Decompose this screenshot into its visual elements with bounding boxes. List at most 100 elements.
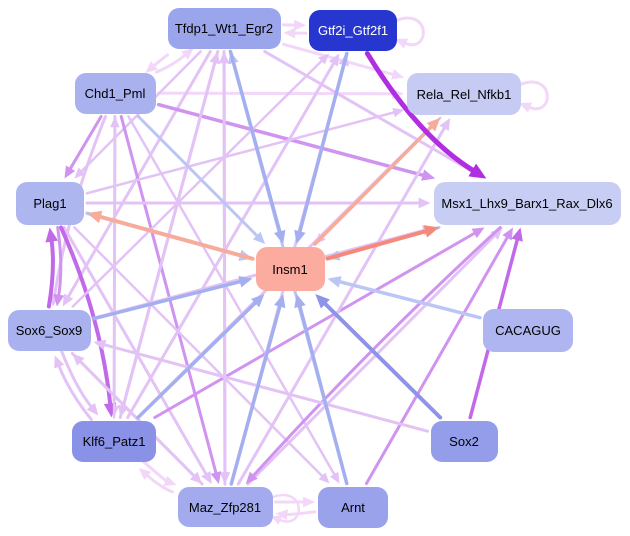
node-msx1[interactable]: Msx1_Lhx9_Barx1_Rax_Dlx6 bbox=[433, 181, 621, 225]
edge-cacagug-insm1[interactable] bbox=[327, 276, 482, 320]
edge-line[interactable] bbox=[321, 299, 443, 420]
node-rela[interactable]: Rela_Rel_Nfkb1 bbox=[407, 73, 521, 115]
edge-line[interactable] bbox=[95, 214, 255, 261]
edge-sox6-gtf2i[interactable] bbox=[71, 53, 330, 308]
edge-maz-klf6[interactable] bbox=[138, 467, 174, 494]
node-sox6[interactable]: Sox6_Sox9 bbox=[7, 309, 91, 351]
edge-plag1-msx1[interactable] bbox=[85, 197, 431, 209]
edge-line[interactable] bbox=[222, 59, 227, 486]
edge-klf6-chd1[interactable] bbox=[110, 116, 120, 419]
edge-klf6-sox6[interactable] bbox=[54, 355, 93, 422]
edge-line[interactable] bbox=[283, 510, 317, 517]
edge-line[interactable] bbox=[112, 123, 117, 419]
edge-sox6-klf6[interactable] bbox=[60, 349, 99, 416]
edge-line[interactable] bbox=[229, 302, 283, 486]
edge-arnt-insm1[interactable] bbox=[294, 294, 349, 486]
edge-tfdp1-plag1[interactable] bbox=[74, 50, 202, 179]
edge-line[interactable] bbox=[144, 472, 174, 494]
node-maz[interactable]: Maz_Zfp281 bbox=[177, 487, 273, 527]
edge-arnt-msx1[interactable] bbox=[364, 227, 513, 485]
edge-line[interactable] bbox=[67, 115, 103, 172]
edge-maz-rela[interactable] bbox=[236, 118, 451, 486]
edge-line[interactable] bbox=[325, 228, 431, 261]
node-arnt[interactable]: Arnt bbox=[318, 486, 388, 528]
edge-line[interactable] bbox=[157, 91, 396, 96]
edge-klf6-insm1[interactable] bbox=[136, 294, 265, 420]
node-klf6[interactable]: Klf6_Patz1 bbox=[72, 420, 156, 462]
node-sox2[interactable]: Sox2 bbox=[430, 420, 498, 462]
node-tfdp1[interactable]: Tfdp1_Wt1_Egr2 bbox=[167, 7, 281, 49]
edge-line[interactable] bbox=[313, 123, 435, 246]
edge-line[interactable] bbox=[60, 349, 94, 410]
edge-line[interactable] bbox=[156, 102, 427, 178]
edge-line[interactable] bbox=[297, 302, 349, 486]
edge-line[interactable] bbox=[127, 115, 337, 478]
self-loop-maz[interactable] bbox=[269, 494, 300, 525]
edge-line[interactable] bbox=[126, 60, 337, 419]
edge-line[interactable] bbox=[136, 115, 260, 239]
node-plag1[interactable]: Plag1 bbox=[16, 181, 84, 225]
edge-arnt-maz[interactable] bbox=[275, 509, 317, 521]
edge-line[interactable] bbox=[153, 230, 478, 419]
edge-klf6-gtf2i[interactable] bbox=[126, 53, 340, 419]
node-cacagug[interactable]: CACAGUG bbox=[483, 308, 573, 352]
edge-maz-sox6[interactable] bbox=[72, 353, 204, 486]
edge-chd1-tfdp1[interactable] bbox=[154, 48, 194, 74]
edge-plag1-rela[interactable] bbox=[85, 107, 404, 195]
self-loop-gtf2i[interactable] bbox=[393, 16, 425, 49]
edge-sox6-insm1[interactable] bbox=[91, 276, 253, 321]
edge-sox2-sox6[interactable] bbox=[93, 339, 429, 433]
edge-tfdp1-insm1[interactable] bbox=[228, 49, 286, 245]
edge-insm1-msx1[interactable] bbox=[325, 225, 440, 261]
edge-line[interactable] bbox=[393, 16, 425, 47]
edge-line[interactable] bbox=[151, 53, 169, 69]
edge-line[interactable] bbox=[263, 50, 478, 176]
edge-line[interactable] bbox=[246, 232, 498, 486]
edge-line[interactable] bbox=[91, 279, 245, 321]
edge-gtf2i-msx1[interactable] bbox=[364, 51, 487, 179]
edge-line[interactable] bbox=[228, 49, 283, 236]
edge-line[interactable] bbox=[269, 494, 300, 523]
edge-line[interactable] bbox=[364, 51, 478, 175]
edge-line[interactable] bbox=[71, 58, 325, 308]
edge-line[interactable] bbox=[118, 59, 217, 419]
edge-chd1-insm1[interactable] bbox=[136, 115, 266, 245]
edge-chd1-arnt[interactable] bbox=[127, 115, 340, 484]
edge-gtf2i-insm1[interactable] bbox=[294, 51, 349, 245]
edge-gtf2i-tfdp1[interactable] bbox=[283, 27, 308, 39]
edge-plag1-sox6[interactable] bbox=[53, 226, 65, 307]
edge-klf6-maz[interactable] bbox=[141, 459, 177, 486]
edge-line[interactable] bbox=[297, 51, 349, 236]
edge-sox2-insm1[interactable] bbox=[315, 294, 443, 420]
node-chd1[interactable]: Chd1_Pml bbox=[74, 72, 156, 114]
edge-line[interactable] bbox=[101, 342, 429, 433]
edge-chd1-msx1[interactable] bbox=[156, 102, 436, 181]
self-loop-rela[interactable] bbox=[517, 80, 549, 113]
edge-line[interactable] bbox=[56, 226, 63, 299]
edge-line[interactable] bbox=[56, 362, 93, 422]
edge-tfdp1-chd1[interactable] bbox=[145, 53, 169, 73]
edge-maz-insm1[interactable] bbox=[229, 294, 286, 486]
node-insm1[interactable]: Insm1 bbox=[255, 247, 325, 291]
edge-chd1-rela[interactable] bbox=[157, 88, 405, 100]
edge-line[interactable] bbox=[517, 80, 549, 111]
edge-line[interactable] bbox=[335, 279, 482, 320]
edge-line[interactable] bbox=[364, 234, 510, 485]
edge-line[interactable] bbox=[77, 358, 204, 486]
edge-klf6-msx1[interactable] bbox=[153, 227, 485, 419]
edge-maz-arnt[interactable] bbox=[274, 496, 316, 508]
edge-line[interactable] bbox=[136, 299, 259, 420]
edge-insm1-rela[interactable] bbox=[313, 118, 441, 246]
node-gtf2i[interactable]: Gtf2i_Gtf2f1 bbox=[309, 9, 397, 51]
edge-line[interactable] bbox=[85, 110, 397, 195]
edge-maz-msx1[interactable] bbox=[246, 227, 503, 486]
edge-line[interactable] bbox=[236, 124, 447, 486]
edge-chd1-plag1[interactable] bbox=[64, 115, 103, 179]
edge-line[interactable] bbox=[46, 236, 55, 309]
edge-tfdp1-gtf2i[interactable] bbox=[282, 19, 307, 31]
edge-line[interactable] bbox=[79, 50, 202, 174]
edge-insm1-plag1[interactable] bbox=[87, 210, 255, 261]
edge-maz-tfdp1[interactable] bbox=[218, 51, 230, 486]
edge-sox6-plag1[interactable] bbox=[45, 227, 59, 309]
edge-line[interactable] bbox=[154, 52, 188, 74]
